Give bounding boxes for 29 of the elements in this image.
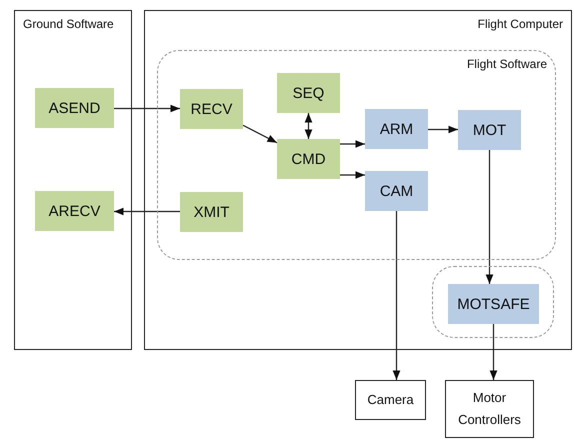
arrow bbox=[486, 150, 494, 284]
process-box: ASEND bbox=[35, 88, 114, 128]
process-box: CAM bbox=[365, 171, 428, 211]
arrow bbox=[490, 324, 498, 380]
dashed-group bbox=[157, 50, 556, 260]
arrow bbox=[114, 208, 180, 216]
process-box: ARM bbox=[365, 109, 428, 149]
process-box: SEQ bbox=[277, 73, 340, 113]
group-frame bbox=[14, 10, 132, 350]
dashed-group bbox=[432, 266, 554, 338]
arrow bbox=[428, 126, 458, 134]
process-box: ARECV bbox=[35, 191, 114, 231]
group-heading: Ground Software bbox=[23, 17, 114, 31]
device-box: Motor Controllers bbox=[445, 380, 534, 438]
arrow bbox=[114, 104, 180, 112]
process-box: MOT bbox=[458, 110, 521, 150]
arrow bbox=[242, 124, 278, 144]
arrow bbox=[392, 211, 400, 380]
group-frame bbox=[144, 10, 572, 350]
arrow bbox=[340, 171, 365, 179]
arrow bbox=[304, 113, 312, 139]
process-box: RECV bbox=[180, 89, 243, 129]
device-box: Camera bbox=[355, 380, 426, 420]
process-box: XMIT bbox=[180, 192, 243, 232]
process-box: MOTSAFE bbox=[448, 284, 539, 324]
arrow bbox=[340, 140, 365, 148]
group-heading: Flight Software bbox=[466, 57, 547, 71]
process-box: CMD bbox=[277, 139, 340, 179]
group-heading: Flight Computer bbox=[478, 17, 563, 31]
